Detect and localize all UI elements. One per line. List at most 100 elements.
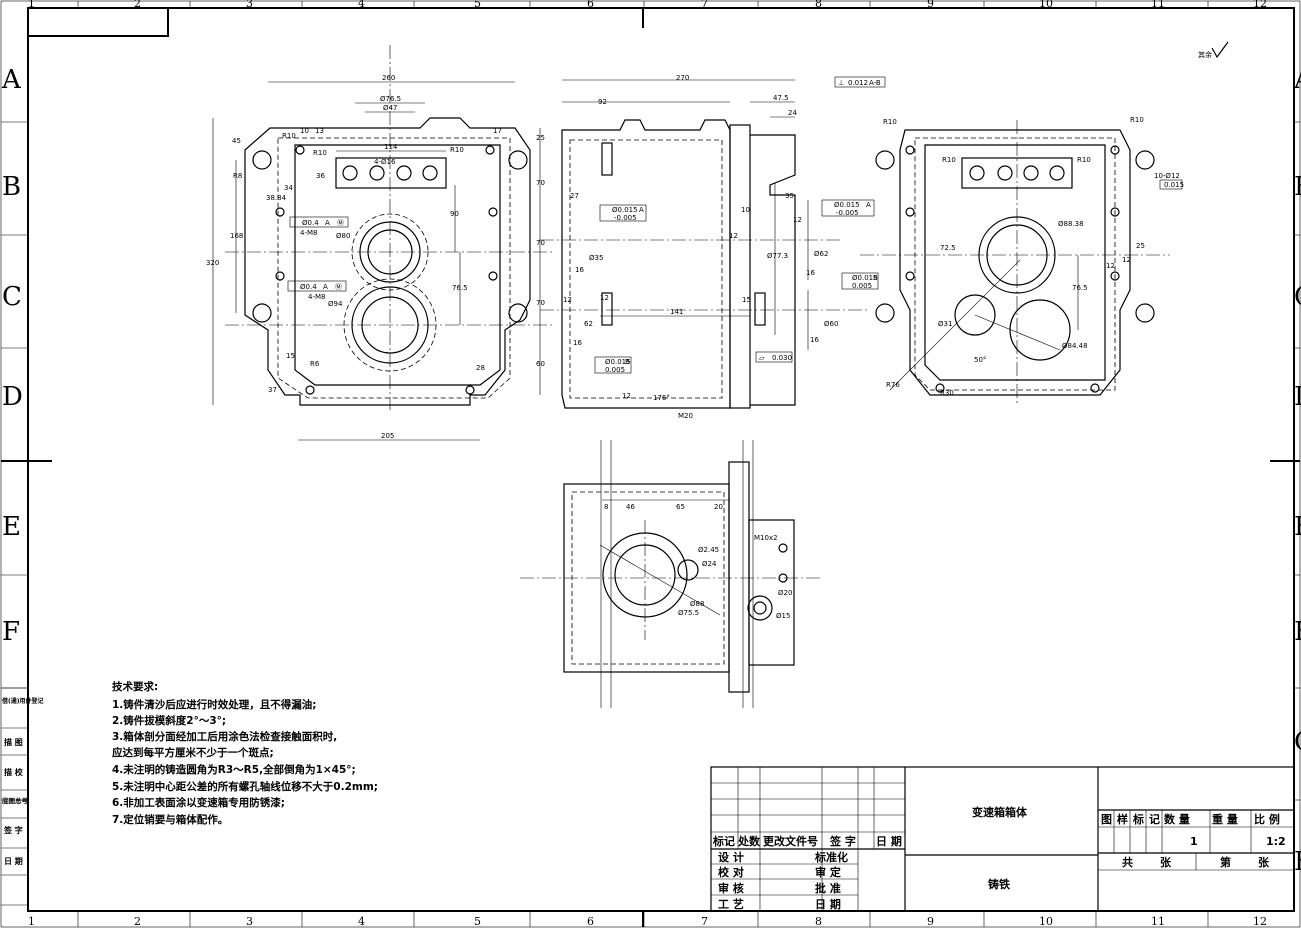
dim-d88-38: Ø88.38 — [1058, 220, 1084, 228]
zone-row-left-F: F — [2, 617, 20, 647]
gdt1-datum: A — [325, 219, 330, 227]
dim-36: 36 — [316, 172, 325, 180]
notes-line-4: 应达到每平方厘米不少于一个斑点; — [112, 746, 274, 759]
zone-row-right-C: C — [1294, 282, 1301, 312]
gdt1-tol: Ø0.4 — [302, 219, 319, 227]
scale-value: 1:2 — [1266, 835, 1286, 848]
zone-col-bottom-10: 10 — [1039, 915, 1053, 928]
zone-row-left-C: C — [2, 282, 22, 312]
dim-15: 15 — [286, 352, 295, 360]
dim-90: 90 — [450, 210, 459, 218]
dim-r10-2: R10 — [1130, 116, 1144, 124]
dim-92: 92 — [598, 98, 607, 106]
title-block-grid — [710, 766, 1295, 912]
dim-35: 35 — [785, 192, 794, 200]
notes-line-7: 6.非加工表面涂以变速箱专用防锈漆; — [112, 796, 285, 809]
dim-16-d: 16 — [573, 339, 582, 347]
zone-col-bottom-9: 9 — [927, 915, 934, 928]
role-check: 校 对 — [718, 865, 744, 879]
dim-10: 10 — [300, 127, 309, 135]
dim-62: 62 — [584, 320, 593, 328]
inner-frame — [27, 7, 1295, 912]
zone-row-left-B: B — [2, 172, 21, 202]
dim-r10: R10 — [450, 146, 464, 154]
zone-col-top-9: 9 — [927, 0, 934, 10]
dim-d84-48: Ø84.48 — [1062, 342, 1088, 350]
zone-col-top-4: 4 — [358, 0, 365, 10]
gdt-d-tol: Ø0.015 — [605, 358, 631, 366]
dim-10: 10 — [741, 206, 750, 214]
dim-0-015: 0.015 — [1164, 181, 1184, 189]
gdt-d-flat: 0.005 — [605, 366, 625, 374]
gdt-a-flat: -0.005 — [614, 214, 637, 222]
dim-168: 168 — [230, 232, 243, 240]
dim-8: 8 — [604, 503, 608, 511]
zone-col-top-10: 10 — [1039, 0, 1053, 10]
dim-12-c: 12 — [563, 296, 572, 304]
dim-d31: Ø31 — [938, 320, 952, 328]
roughness-icon — [1211, 41, 1229, 59]
rev-h-mark: 标记 — [712, 834, 735, 848]
dim-d76-5: Ø76.5 — [380, 95, 401, 103]
role-review: 审 核 — [718, 881, 744, 895]
dim-70b: 70 — [536, 239, 545, 247]
zone-col-top-8: 8 — [815, 0, 822, 10]
dim-320: 320 — [206, 259, 219, 267]
dim-13: 13 — [315, 127, 324, 135]
zone-col-top-12: 12 — [1253, 0, 1267, 10]
zone-row-right-H: H — [1294, 847, 1301, 877]
zone-col-bottom-5: 5 — [474, 915, 481, 928]
dim-65: 65 — [676, 503, 685, 511]
roughness-text: 其余 — [1198, 50, 1212, 59]
notes-line-1: 1.铸件清沙后应进行时效处理，且不得漏油; — [112, 698, 317, 711]
side-label-2: 描 图 — [4, 737, 23, 747]
dim-76-5: 76.5 — [1072, 284, 1088, 292]
side-label-1: 借(通)用件登记 — [1, 697, 44, 705]
dim-34: 34 — [284, 184, 293, 192]
role-approve-a: 审 定 — [815, 865, 841, 879]
dim-15: 15 — [742, 296, 751, 304]
dim-16-a: 16 — [575, 266, 584, 274]
dim-28: 28 — [476, 364, 485, 372]
dim-24: 24 — [788, 109, 797, 117]
dim-12-a: 12 — [1106, 262, 1115, 270]
dim-4-m8-a: 4-M8 — [300, 229, 317, 237]
sheet-total-pre: 共 — [1122, 855, 1133, 869]
dim-16-b: 16 — [806, 269, 815, 277]
zone-col-bottom-12: 12 — [1253, 915, 1267, 928]
dim-r30: R30 — [940, 389, 954, 397]
zone-col-bottom-8: 8 — [815, 915, 822, 928]
dim-12-b: 12 — [1122, 256, 1131, 264]
dim-m20: M20 — [678, 412, 693, 420]
dim-60: 60 — [536, 360, 545, 368]
dim-17: 17 — [493, 127, 502, 135]
role-process: 工 艺 — [718, 897, 744, 911]
dim-12-a: 12 — [793, 216, 802, 224]
zone-rows: ABCDEFABCDEFGH — [1, 65, 1301, 877]
side-label-4: 底图总号 — [2, 796, 29, 805]
gdt-a-datum: A — [639, 206, 644, 214]
dim-r10-3: R10 — [942, 156, 956, 164]
dim-176deg: 176° — [653, 394, 670, 402]
dim-50deg: 50° — [974, 356, 986, 364]
zone-col-top-1: 1 — [28, 0, 35, 10]
rev-h-date: 日 期 — [876, 834, 902, 848]
view-bottom — [520, 440, 820, 708]
dim-d94: Ø94 — [328, 300, 343, 308]
dim-38-84: 38.84 — [266, 194, 287, 202]
gdt-c-datum: B — [873, 274, 878, 282]
gdt2-tol: Ø0.4 — [300, 283, 317, 291]
rh-quantity: 数 量 — [1164, 812, 1190, 826]
flatness-tol: 0.030 — [772, 354, 792, 362]
gdt1-mod: Ⓜ — [337, 219, 344, 227]
zone-col-top-6: 6 — [587, 0, 594, 10]
dim-d2-45: Ø2.45 — [698, 546, 719, 554]
rh-drawing-mark: 图样标记 — [1101, 812, 1165, 826]
side-label-5: 签 字 — [3, 825, 23, 835]
zone-row-right-B: B — [1294, 172, 1301, 202]
zone-col-bottom-6: 6 — [587, 915, 594, 928]
flatness-symbol: ▱ — [759, 354, 765, 362]
dim-d88: Ø88 — [690, 600, 704, 608]
dim-d75-5: Ø75.5 — [678, 609, 699, 617]
